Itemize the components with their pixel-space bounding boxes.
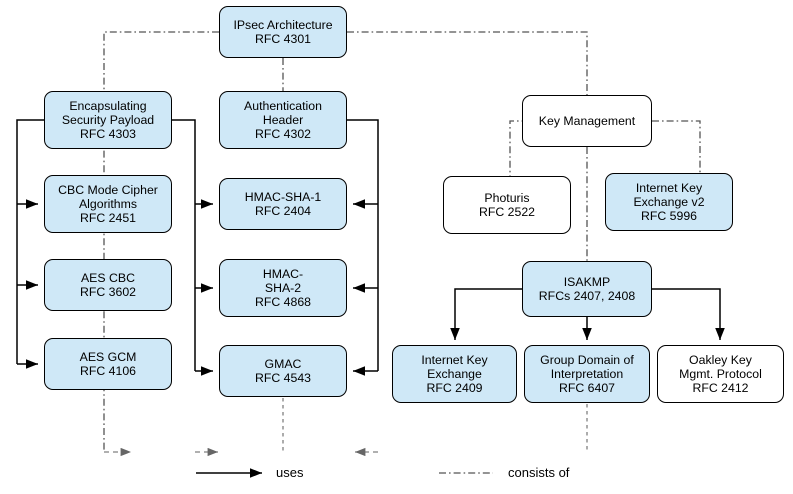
esp-right-bus: [172, 119, 213, 376]
legend-uses-label: uses: [276, 465, 304, 480]
isakmp-uses-connectors: [450, 288, 725, 340]
node-hmac-sha-1[interactable]: HMAC-SHA-1 RFC 2404: [219, 178, 347, 230]
node-ike[interactable]: Internet Key Exchange RFC 2409: [392, 345, 517, 403]
esp-left-bus: [16, 119, 44, 369]
node-label: Key Management: [538, 113, 636, 128]
node-ikev2[interactable]: Internet Key Exchange v2 RFC 5996: [605, 173, 733, 231]
legend-consists-of-label: consists of: [508, 465, 570, 480]
node-isakmp[interactable]: ISAKMP RFCs 2407, 2408: [522, 261, 652, 317]
node-label: GMAC RFC 4543: [254, 356, 312, 385]
node-label: Encapsulating Security Payload RFC 4303: [61, 98, 155, 142]
node-aes-cbc[interactable]: AES CBC RFC 3602: [44, 259, 172, 311]
node-label: AES GCM RFC 4106: [79, 349, 137, 378]
node-gmac[interactable]: GMAC RFC 4543: [219, 345, 347, 397]
node-label: CBC Mode Cipher Algorithms RFC 2451: [58, 182, 158, 226]
node-hmac-sha-2[interactable]: HMAC- SHA-2 RFC 4868: [219, 259, 347, 317]
node-label: AES CBC RFC 3602: [79, 270, 137, 299]
node-aes-gcm[interactable]: AES GCM RFC 4106: [44, 338, 172, 390]
node-authentication-header[interactable]: Authentication Header RFC 4302: [219, 91, 347, 149]
node-label: ISAKMP RFCs 2407, 2408: [538, 274, 636, 303]
node-label: Group Domain of Interpretation RFC 6407: [540, 352, 634, 396]
node-esp[interactable]: Encapsulating Security Payload RFC 4303: [44, 91, 172, 149]
node-label: Internet Key Exchange v2 RFC 5996: [633, 180, 705, 224]
node-label: Photuris RFC 2522: [478, 190, 536, 219]
ah-right-bus: [347, 119, 379, 376]
node-label: Authentication Header RFC 4302: [244, 98, 322, 142]
node-photuris[interactable]: Photuris RFC 2522: [443, 176, 571, 234]
node-label: HMAC- SHA-2 RFC 4868: [254, 266, 312, 310]
node-ipsec-architecture[interactable]: IPsec Architecture RFC 4301: [219, 6, 347, 58]
node-oakley[interactable]: Oakley Key Mgmt. Protocol RFC 2412: [657, 345, 784, 403]
node-key-management[interactable]: Key Management: [522, 95, 652, 147]
node-label: Oakley Key Mgmt. Protocol RFC 2412: [679, 352, 762, 396]
node-label: HMAC-SHA-1 RFC 2404: [244, 189, 322, 218]
node-label: IPsec Architecture RFC 4301: [233, 17, 333, 46]
node-gdoi[interactable]: Group Domain of Interpretation RFC 6407: [524, 345, 650, 403]
node-label: Internet Key Exchange RFC 2409: [421, 352, 488, 396]
node-cbc-mode-cipher[interactable]: CBC Mode Cipher Algorithms RFC 2451: [44, 175, 172, 233]
